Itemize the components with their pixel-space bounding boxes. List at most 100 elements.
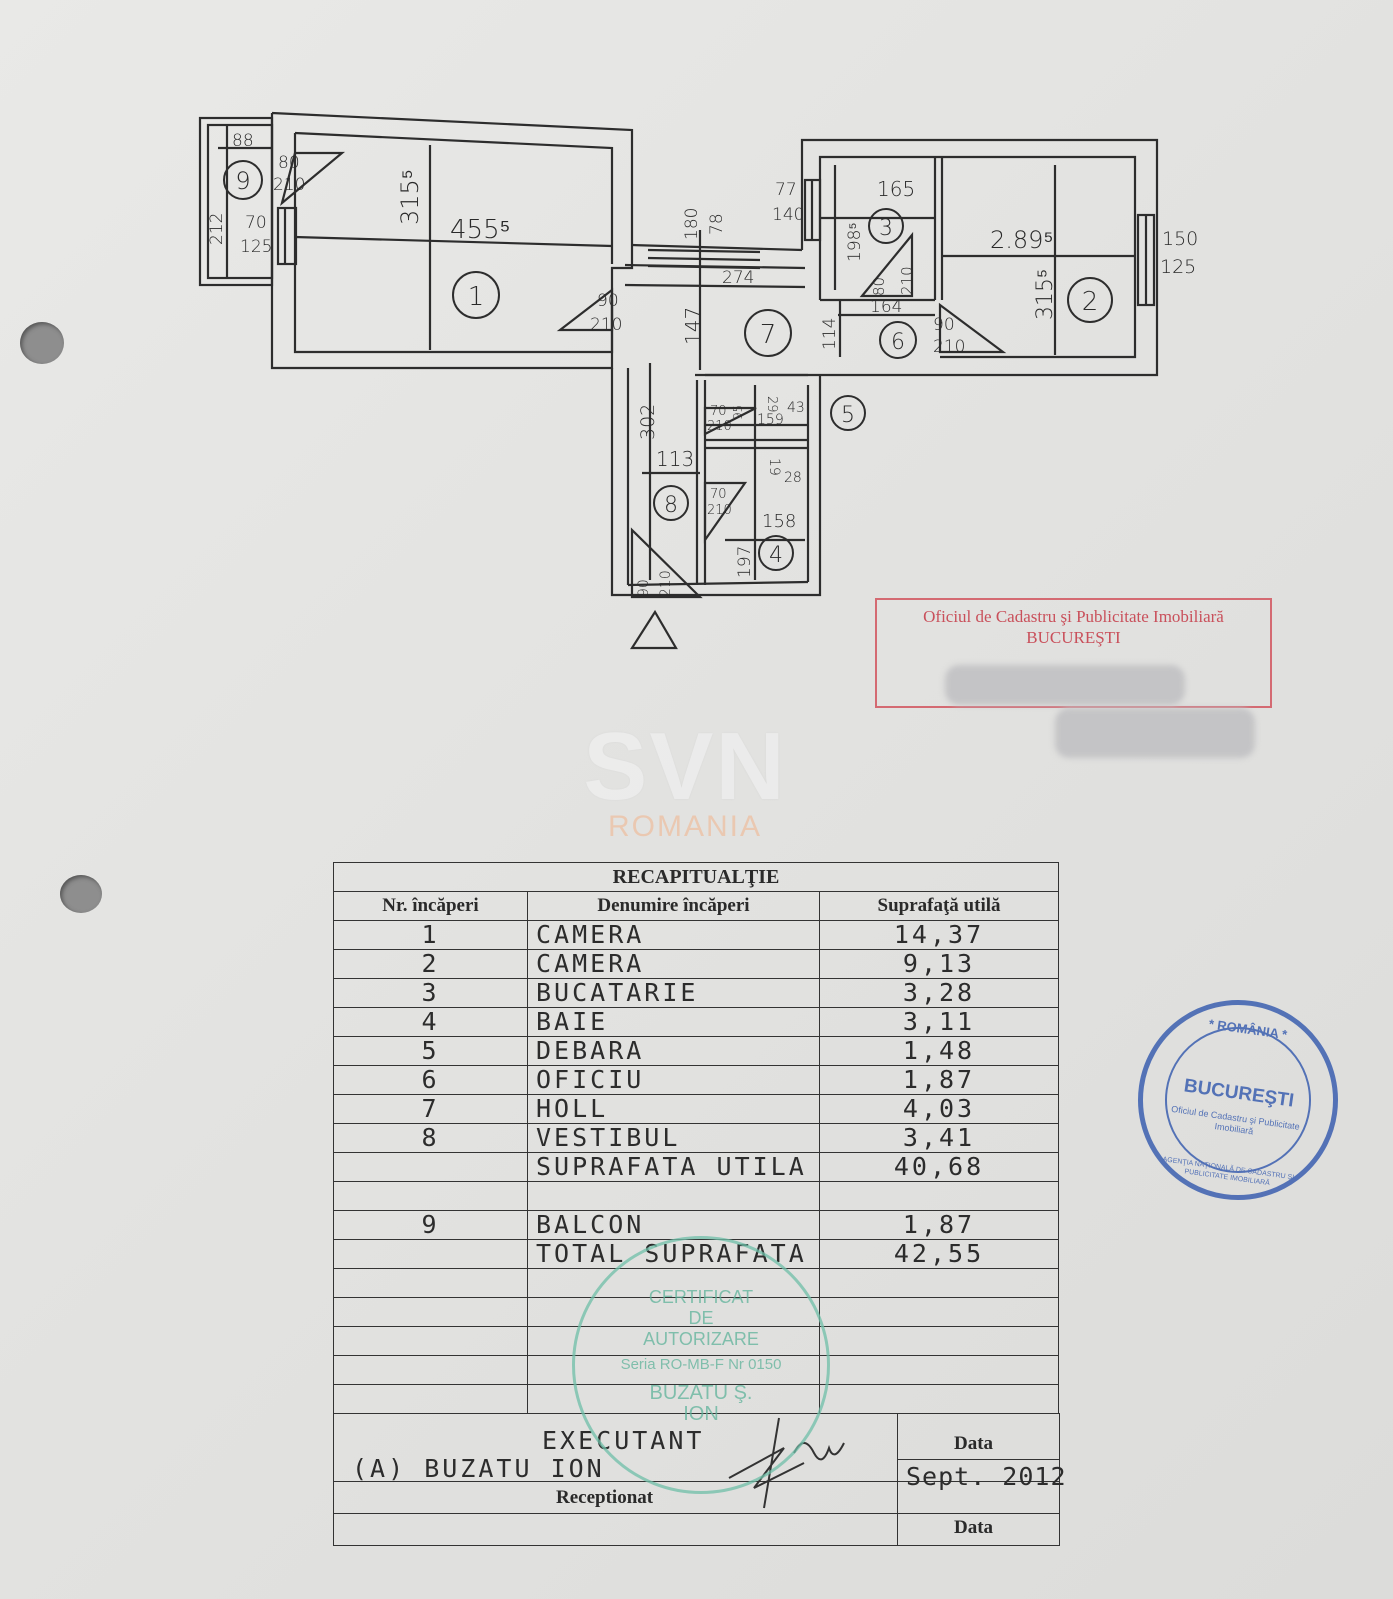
executant-name: (A) BUZATU ION — [352, 1454, 605, 1483]
dim: 80 — [870, 277, 888, 296]
stamp-line: AUTORIZARE — [643, 1329, 759, 1349]
room-area: 9,13 — [818, 949, 1060, 979]
right-block-walls — [705, 138, 1159, 377]
room-area: 14,37 — [818, 920, 1060, 950]
date-value: Sept. 2012 — [906, 1462, 1067, 1491]
date-label-2: Data — [954, 1517, 994, 1538]
room-number: 6 — [333, 1065, 528, 1095]
dim: 315⁵ — [1033, 269, 1058, 320]
dim: 210 — [273, 175, 305, 195]
corridor-walls — [610, 368, 822, 597]
room-area: 4,03 — [818, 1094, 1060, 1124]
room-number-5: 5 — [841, 403, 855, 428]
room-name: CAMERA — [527, 920, 820, 950]
dim: 140 — [772, 205, 804, 225]
dim: 19 — [766, 458, 782, 476]
dim: 43 — [787, 400, 805, 416]
room-number: 7 — [333, 1094, 528, 1124]
room-number — [333, 1181, 528, 1211]
room-area: 1,87 — [818, 1065, 1060, 1095]
dim: 78 — [707, 213, 727, 235]
room-number — [333, 1239, 528, 1269]
dim: 210 — [933, 337, 965, 357]
redaction — [1055, 708, 1255, 758]
dim: 77 — [775, 180, 797, 200]
dim: 80 — [278, 153, 300, 173]
dim: 315⁵ — [396, 169, 424, 225]
room-name: HOLL — [527, 1094, 820, 1124]
punch-hole — [20, 322, 64, 364]
dim: 29 — [764, 396, 779, 413]
authorization-stamp: CERTIFICAT DE AUTORIZARE Seria RO-MB-F N… — [572, 1236, 830, 1494]
room-name: SUPRAFATA UTILA — [527, 1152, 820, 1182]
room-name: BUCATARIE — [527, 978, 820, 1008]
room-number-3: 3 — [879, 216, 893, 241]
room-number — [333, 1152, 528, 1182]
room-number: 5 — [333, 1036, 528, 1066]
dim: 90 — [933, 315, 955, 335]
dim: 210 — [707, 419, 732, 434]
dim: 95 — [731, 405, 745, 420]
dim: 302 — [637, 404, 659, 440]
dim: 158 — [762, 511, 796, 532]
room-number-9: 9 — [235, 167, 250, 195]
stamp-line: BUCUREŞTI — [1026, 628, 1121, 647]
dim: 28 — [784, 470, 802, 486]
dim: 114 — [820, 318, 840, 350]
dim: 88 — [232, 131, 254, 151]
dim: 197 — [735, 546, 755, 578]
dim: 2.89⁵ — [990, 226, 1053, 254]
dim: 210 — [658, 570, 674, 597]
room-number: 3 — [333, 978, 528, 1008]
dim: 147 — [681, 307, 705, 345]
dim: 125 — [1160, 256, 1196, 278]
room-number-7: 7 — [760, 320, 777, 350]
room-name: BAIE — [527, 1007, 820, 1037]
room-area: 42,55 — [818, 1239, 1060, 1269]
room-number: 8 — [333, 1123, 528, 1153]
room-name: OFICIU — [527, 1065, 820, 1095]
dim: 150 — [1162, 228, 1198, 250]
redaction — [945, 665, 1185, 705]
room-number-2: 2 — [1082, 287, 1099, 317]
dim: 70 — [245, 213, 267, 233]
dim: 90 — [597, 291, 619, 311]
room-1-walls — [270, 111, 634, 370]
room-name: DEBARA — [527, 1036, 820, 1066]
date-label: Data — [954, 1433, 994, 1454]
room-number: 9 — [333, 1210, 528, 1240]
dim: 455⁵ — [450, 215, 510, 245]
room-number-8: 8 — [664, 493, 678, 518]
room-number: 4 — [333, 1007, 528, 1037]
dim: 210 — [898, 266, 916, 295]
punch-hole — [60, 875, 102, 913]
room-number-1: 1 — [468, 282, 485, 312]
watermark-logo: SVN — [583, 713, 787, 820]
dim: 90 — [636, 579, 652, 597]
receptionat-label: Receptionat — [556, 1487, 654, 1508]
room-number-4: 4 — [769, 543, 783, 568]
entrance-arrow — [629, 609, 678, 650]
room-area — [818, 1181, 1060, 1211]
stamp-line: ION — [683, 1403, 719, 1425]
table-title: RECAPITUALŢIE — [332, 862, 1060, 892]
room-area: 1,48 — [818, 1036, 1060, 1066]
dim: 274 — [722, 268, 754, 288]
ocpi-stamp: Oficiul de Cadastru şi Publicitate Imobi… — [875, 598, 1272, 708]
room-area: 40,68 — [818, 1152, 1060, 1182]
stamp-line: BUZATU Ş. — [649, 1382, 753, 1404]
column-header: Suprafaţă utilă — [818, 891, 1060, 921]
dim: 165 — [877, 177, 915, 201]
dim: 198⁵ — [845, 223, 865, 263]
stamp-line: CERTIFICAT — [648, 1287, 754, 1307]
room-area: 3,41 — [818, 1123, 1060, 1153]
room-area: 3,28 — [818, 978, 1060, 1008]
